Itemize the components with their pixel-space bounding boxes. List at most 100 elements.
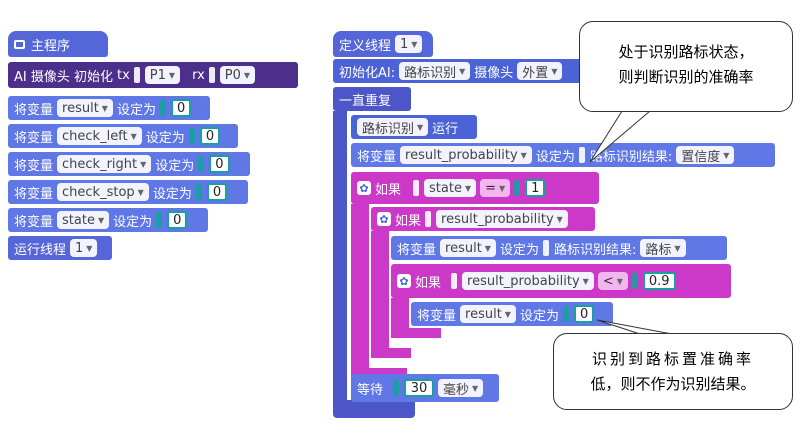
forever-loop-footer: [333, 400, 415, 418]
operator-dropdown[interactable]: <▼: [597, 272, 628, 290]
number-input[interactable]: 0: [170, 99, 192, 117]
var-dropdown[interactable]: result_probability▼: [400, 146, 532, 164]
ai-mode-dropdown[interactable]: 路标识别▼: [399, 62, 471, 81]
result-type-value: 路标: [645, 242, 672, 258]
set-result-zero[interactable]: 将变量 result▼ 设定为 0: [411, 302, 613, 326]
var-dropdown[interactable]: check_stop▼: [57, 183, 149, 201]
ai-mode-value: 路标识别: [404, 65, 457, 81]
var-name: check_right: [62, 156, 138, 172]
socket-icon: [514, 180, 521, 196]
init-ai-label: 初始化AI:: [339, 65, 396, 81]
tx-pin-dropdown[interactable]: P1▼: [144, 66, 181, 84]
number-input[interactable]: 1: [525, 179, 546, 197]
var-dropdown[interactable]: result▼: [440, 239, 496, 257]
set-result-probability[interactable]: 将变量 result_probability▼ 设定为 路标识别结果: 置信度▼: [351, 143, 775, 167]
var-name: result: [62, 100, 99, 116]
var-dropdown[interactable]: check_left▼: [57, 127, 142, 145]
socket-icon: [133, 67, 140, 83]
number-input[interactable]: 0: [199, 127, 221, 145]
chevron-down-icon: ▼: [459, 66, 466, 76]
operator-dropdown[interactable]: =▼: [480, 179, 511, 197]
var-name: state: [62, 212, 95, 228]
socket-icon: [208, 67, 215, 83]
set-var-check-left[interactable]: 将变量 check_left▼ 设定为 0: [8, 124, 238, 148]
recognize-mode-dropdown[interactable]: 路标识别▼: [357, 118, 429, 137]
set-to-label: 设定为: [152, 186, 192, 202]
chevron-down-icon: ▼: [97, 215, 105, 225]
thread-dropdown[interactable]: 1▼: [70, 239, 98, 257]
run-thread-block[interactable]: 运行线程 1▼: [8, 236, 112, 260]
set-to-label: 设定为: [113, 214, 153, 230]
gear-icon[interactable]: ✿: [357, 181, 371, 195]
main-program-hat[interactable]: 主程序: [8, 31, 108, 57]
socket-icon: [451, 273, 458, 289]
set-var-label: 将变量: [357, 149, 397, 165]
var-dropdown[interactable]: result_probability▼: [436, 210, 568, 228]
result-label: 路标识别结果:: [589, 149, 673, 165]
set-var-label: 将变量: [14, 186, 54, 202]
wait-label: 等待: [357, 382, 384, 398]
socket-icon: [156, 212, 163, 228]
number-input[interactable]: 0.9: [642, 272, 676, 290]
var-dropdown[interactable]: result_probability▼: [462, 272, 594, 290]
set-var-check-stop[interactable]: 将变量 check_stop▼ 设定为 0: [8, 180, 248, 204]
gear-icon[interactable]: ✿: [397, 274, 411, 288]
number-input[interactable]: 0: [167, 211, 188, 229]
set-result-landmark[interactable]: 将变量 result▼ 设定为 路标识别结果: 路标▼: [391, 236, 727, 260]
socket-icon: [393, 380, 400, 396]
rx-pin-dropdown[interactable]: P0▼: [219, 66, 256, 84]
run-label: 运行: [432, 121, 459, 137]
chevron-down-icon: ▼: [484, 243, 491, 253]
forever-label: 一直重复: [339, 93, 392, 109]
thread-dropdown[interactable]: 1▼: [395, 35, 423, 53]
chevron-down-icon: ▼: [674, 243, 681, 253]
define-thread-label: 定义线程: [339, 38, 392, 54]
if-label: 如果: [375, 182, 402, 198]
number-input[interactable]: 0: [209, 155, 230, 173]
socket-icon: [198, 156, 205, 172]
result-type-dropdown[interactable]: 置信度▼: [676, 146, 735, 165]
number-input[interactable]: 0: [573, 305, 595, 323]
set-var-state[interactable]: 将变量 state▼ 设定为 0: [8, 208, 208, 232]
var-dropdown[interactable]: state▼: [424, 179, 477, 197]
rx-label: rx: [192, 67, 205, 83]
define-thread-hat[interactable]: 定义线程 1▼: [333, 31, 433, 57]
tx-label: tx: [117, 67, 130, 83]
init-ai-block[interactable]: 初始化AI: 路标识别▼ 摄像头 外置▼: [333, 59, 591, 83]
chevron-down-icon: ▼: [582, 276, 589, 286]
var-dropdown[interactable]: state▼: [57, 211, 110, 229]
bottom-callout-line-2: 低，则不作为识别结果。: [590, 375, 756, 393]
set-to-label: 设定为: [535, 149, 575, 165]
ai-camera-init-block[interactable]: AI 摄像头 初始化 tx P1▼ rx P0▼: [8, 62, 298, 88]
result-type-dropdown[interactable]: 路标▼: [640, 239, 686, 258]
wait-block[interactable]: 等待 30 毫秒▼: [351, 374, 499, 402]
if-probability-block[interactable]: ✿ 如果 result_probability▼: [371, 207, 595, 231]
set-var-check-right[interactable]: 将变量 check_right▼ 设定为 0: [8, 152, 250, 176]
time-unit-dropdown[interactable]: 毫秒▼: [438, 379, 484, 398]
set-to-label: 设定为: [145, 130, 185, 146]
recognize-run-block[interactable]: 路标识别▼ 运行: [351, 115, 477, 139]
socket-icon: [578, 147, 585, 163]
chevron-down-icon: ▼: [130, 131, 137, 141]
socket-icon: [188, 128, 195, 144]
socket-icon: [159, 100, 166, 116]
var-dropdown[interactable]: result▼: [57, 99, 113, 117]
camera-dropdown[interactable]: 外置▼: [517, 62, 563, 81]
var-dropdown[interactable]: check_right▼: [57, 155, 152, 173]
number-input[interactable]: 0: [206, 183, 228, 201]
var-name: result: [445, 240, 482, 256]
run-thread-label: 运行线程: [14, 242, 67, 258]
bottom-callout-line-1: 识别到路标置准确率: [591, 350, 754, 368]
if-threshold-block[interactable]: ✿ 如果 result_probability▼ <▼ 0.9: [391, 264, 731, 298]
camera-label: 摄像头: [474, 65, 514, 81]
number-input[interactable]: 30: [404, 379, 435, 397]
set-var-label: 将变量: [397, 242, 437, 258]
gear-icon[interactable]: ✿: [377, 212, 391, 226]
set-var-result[interactable]: 将变量 result▼ 设定为 0: [8, 96, 210, 120]
tx-pin-value: P1: [149, 67, 166, 83]
forever-loop-arm: [333, 111, 347, 407]
var-dropdown[interactable]: result▼: [460, 305, 516, 323]
if-state-block[interactable]: ✿ 如果 state▼ =▼ 1: [351, 172, 599, 204]
forever-loop-header[interactable]: 一直重复: [333, 87, 411, 111]
if-threshold-footer: [391, 328, 441, 338]
